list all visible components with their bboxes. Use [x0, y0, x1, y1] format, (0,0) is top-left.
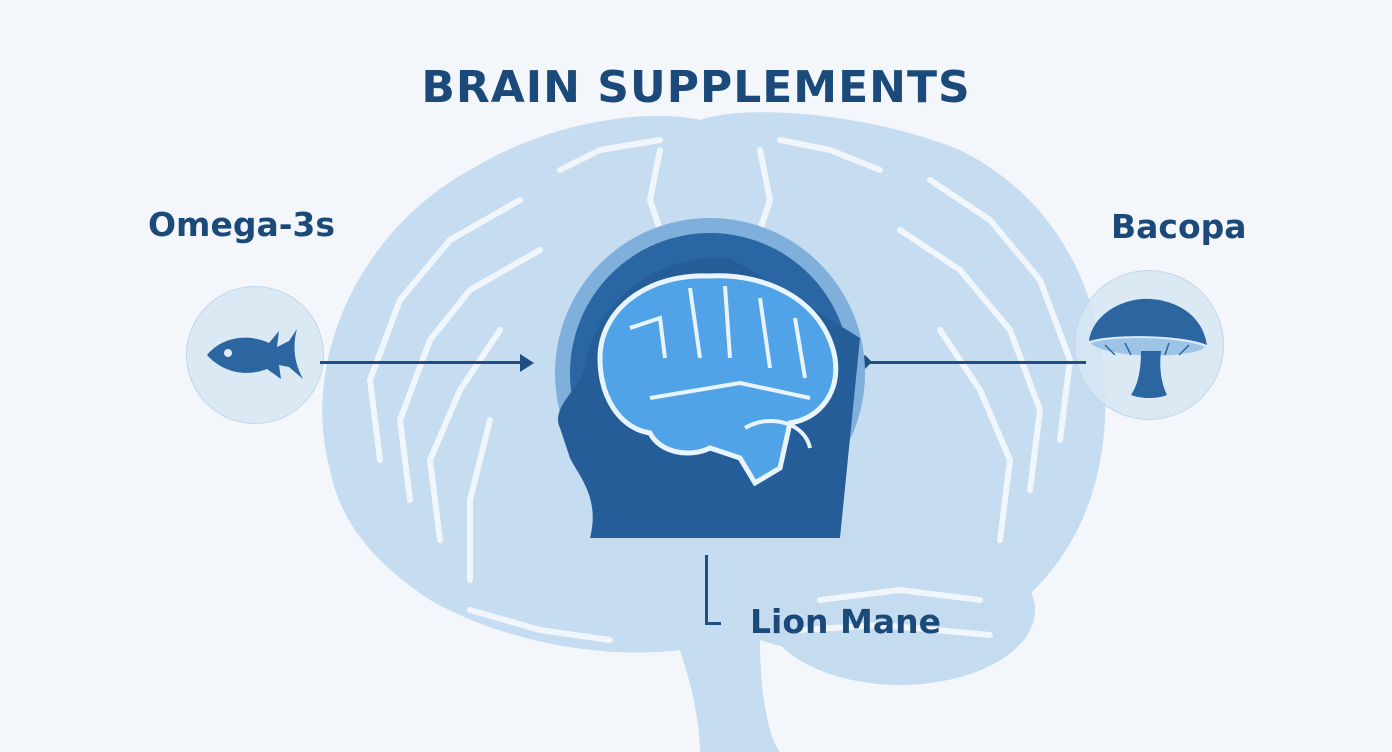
omega-3s-label: Omega-3s [148, 205, 336, 244]
page-title: BRAIN SUPPLEMENTS [421, 62, 971, 113]
bacopa-connector [866, 361, 1086, 364]
omega-3s-connector [320, 361, 528, 364]
mushroom-icon [1089, 298, 1207, 398]
lion-mane-label: Lion Mane [750, 602, 941, 641]
bacopa-label: Bacopa [1111, 207, 1247, 246]
omega-3s-icon-circle [186, 286, 324, 424]
head-with-brain-icon [555, 218, 865, 538]
lion-mane-connector-horizontal [705, 622, 721, 625]
fish-icon [207, 329, 303, 379]
bacopa-icon-circle [1074, 270, 1224, 420]
arrow-head-icon [520, 354, 534, 372]
lion-mane-connector-vertical [705, 555, 708, 625]
